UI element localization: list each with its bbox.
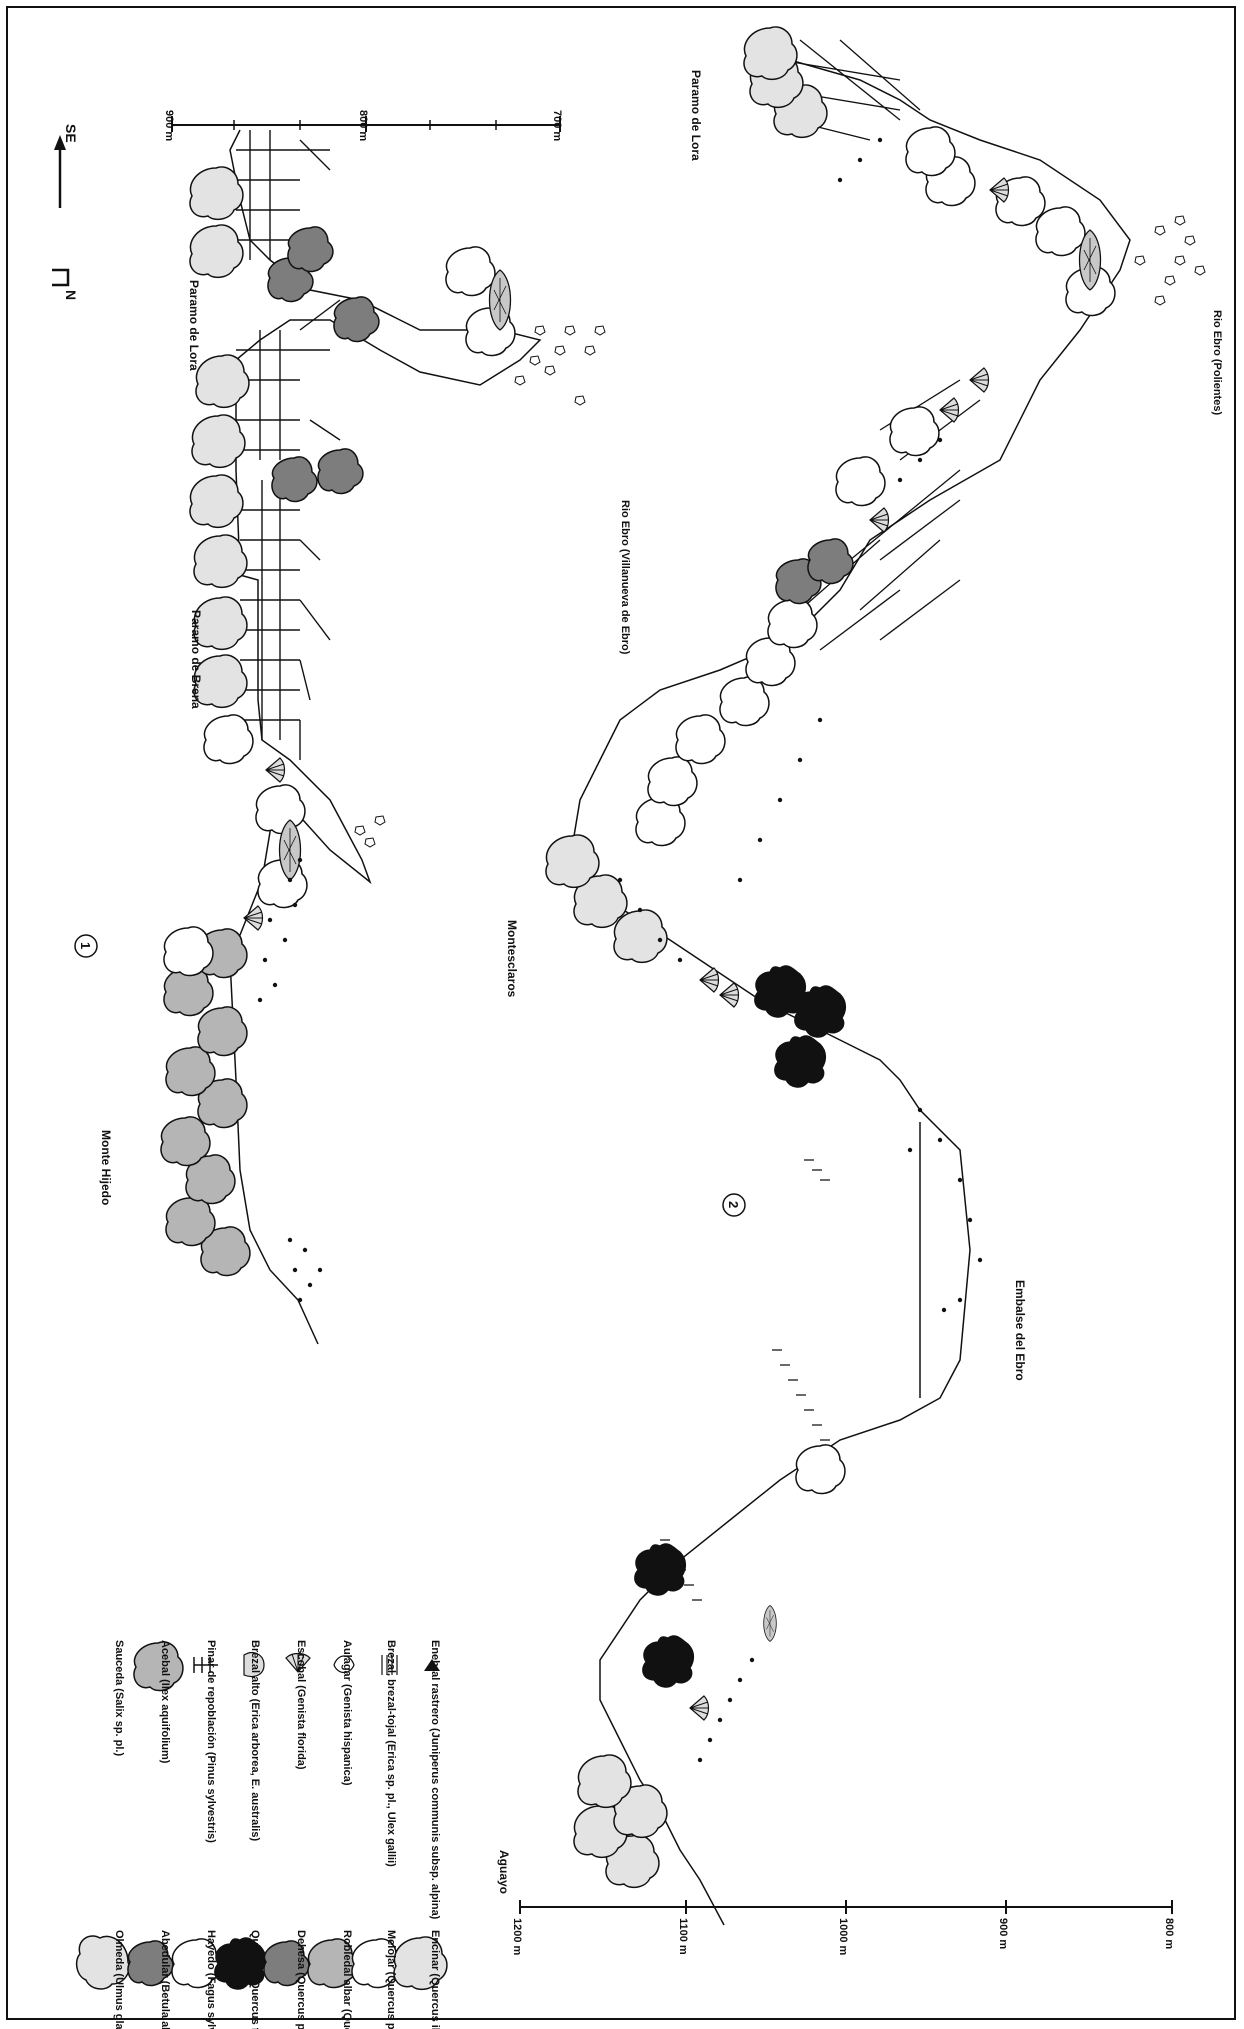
label-montesclaros: Montesclaros [505, 920, 519, 998]
label-rio-ebro-polientes: Rio Ebro (Polientes) [1211, 310, 1223, 415]
compass-se-label: SE [63, 124, 79, 143]
legend-heath-hatch-label: Brezal, brezal-tojal (Erica sp. pl., Ule… [385, 1640, 397, 1867]
legend-pine-label: Pinar de repoblación (Pinus sylvestris) [205, 1640, 217, 1843]
label-paramo-brena: Paramo de Brena [189, 610, 203, 709]
profile2-tick-1000: 1000 m [837, 1918, 849, 1956]
legend-holly-label: Acebal (Ilex aquifolium) [159, 1640, 171, 1764]
legend-beech-label: Hayedo (Fagus sylvatica) [205, 1930, 217, 2029]
profile1-tick-800: 800 m [357, 110, 369, 141]
legend-birch-label: Abedular (Betula alba) [159, 1930, 171, 2029]
profile1-limestone-grid [236, 130, 340, 760]
profile-1: 900 m 800 m 700 m N SE [52, 110, 631, 1344]
profile2-tick-800: 800 m [1163, 1918, 1175, 1949]
legend-col1: Olmeda (Ulmus glabra sp) Abedular (Betul… [77, 1930, 447, 2029]
legend-willow-label: Sauceda (Salix sp. pl.) [113, 1640, 125, 1756]
legend-gall-oak-label: Quejigal (Quercus faginea) [249, 1930, 261, 2029]
compass: N SE [52, 124, 79, 300]
legend-gorse-label: Aulagar (Genista hispanica) [341, 1640, 353, 1786]
label-paramo-lora-2: Paramo de Lora [689, 70, 703, 161]
profile2-tick-1100: 1100 m [677, 1918, 689, 1955]
profile1-marker: 1 [78, 942, 93, 949]
legend-sessile-oak-label: Robledal albar (Quercus petraea) [341, 1930, 353, 2029]
label-monte-hijedo: Monte Hijedo [99, 1130, 113, 1205]
profile1-tick-700: 700 m [551, 110, 563, 141]
profile1-trees [161, 167, 515, 1276]
label-rio-ebro-villanueva: Rio Ebro (Villanueva de Ebro) [619, 500, 631, 655]
profile2-heath-hatch [660, 1160, 830, 1600]
label-aguayo: Aguayo [497, 1850, 511, 1894]
legend-willow-icon [764, 1605, 777, 1641]
legend-holly-icon [134, 1642, 183, 1691]
legend-elm-label: Olmeda (Ulmus glabra sp) [113, 1930, 125, 2029]
profile1-scale-bar: 900 m 800 m 700 m [163, 110, 563, 141]
profile2-trees [546, 27, 1115, 1887]
legend-broom-label: Escobal (Genista florida) [295, 1640, 307, 1770]
compass-north-label: N [63, 290, 79, 300]
profile2-tick-900: 900 m [997, 1918, 1009, 1949]
legend-tall-heath-label: Brezal alto (Erica arborea, E. australis… [249, 1640, 261, 1841]
profile-2: 1200 m 1100 m 1000 m 900 m 800 m [497, 27, 1223, 1956]
label-paramo-lora-1: Paramo de Lora [187, 280, 201, 371]
legend-juniper-label: Enebral rastrero (Juniperus communis sub… [429, 1640, 441, 1920]
profile2-scale-bar: 1200 m 1100 m 1000 m 900 m 800 m [511, 1900, 1175, 1956]
profile2-marker: 2 [726, 1201, 741, 1208]
legend-holm-oak-label: Encinar (Quercus ilex) [429, 1930, 441, 2029]
legend-pyrenean-oak-label: Dehesa (Quercus pyrenaica) [295, 1930, 307, 2029]
profile2-tick-1200: 1200 m [511, 1918, 523, 1956]
profile2-scrub-dots [618, 138, 1205, 1762]
label-embalse-ebro: Embalse del Ebro [1013, 1280, 1027, 1381]
legend-melojo-oak-label: Melojar (Quercus pyrenaica) [385, 1930, 397, 2029]
profile1-tick-900: 900 m [163, 110, 175, 141]
